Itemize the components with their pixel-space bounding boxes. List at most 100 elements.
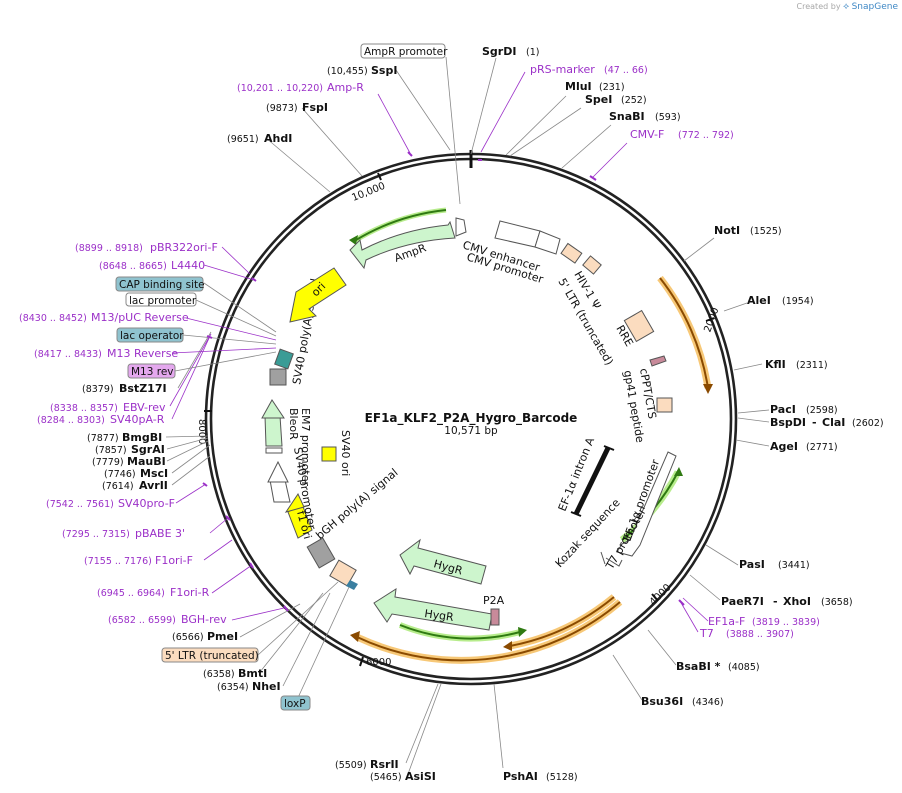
site-pshai[interactable]: PshAI (503, 770, 538, 783)
ef1a-intron-bar[interactable] (573, 446, 611, 516)
site-sgrai[interactable]: SgrAI (131, 443, 165, 456)
m13-rev-badge[interactable] (127, 363, 176, 379)
site-msci[interactable]: MscI (140, 467, 168, 480)
site-bstz17i[interactable]: BstZ17I (119, 382, 167, 395)
ef1a-promoter-arrow[interactable] (616, 451, 677, 557)
site-bmgbi[interactable]: BmgBI (122, 431, 162, 444)
site-pasi[interactable]: PasI (739, 558, 765, 571)
site-avrii[interactable]: AvrII (139, 479, 168, 492)
leader-bmti (259, 592, 324, 673)
lac-promoter-badge[interactable] (125, 292, 197, 307)
leader-sv40pa-r (171, 335, 211, 420)
cmv-promoter-arrow[interactable] (534, 230, 561, 255)
gp41-peptide-marker[interactable] (649, 355, 667, 367)
site-agei[interactable]: AgeI (770, 440, 798, 453)
site-nhei[interactable]: NheI (252, 680, 281, 693)
primer-m13-puc[interactable]: M13/pUC Reverse (91, 311, 189, 324)
site-bsu36i[interactable]: Bsu36I (641, 695, 683, 708)
mark-f1ori-r (249, 562, 254, 569)
site-bsabi[interactable]: BsaBI * (676, 660, 721, 673)
cap-binding-badge[interactable] (115, 276, 204, 292)
hygr-inner-arrow[interactable] (399, 538, 487, 585)
primer-amp-r[interactable]: Amp-R (327, 81, 364, 94)
credit-brand: SnapGene (851, 2, 898, 12)
primer-prs-marker[interactable]: pRS-marker (530, 63, 595, 76)
primer-ef1a-f-pos: (3819 .. 3839) (752, 617, 820, 628)
ampr-promoter-badge[interactable] (360, 43, 446, 59)
p2a-box[interactable] (490, 608, 500, 626)
hiv-psi-box[interactable] (582, 255, 602, 275)
green-arc-ef1a-head-icon (674, 467, 683, 476)
site-alei[interactable]: AleI (747, 294, 771, 307)
em7-promoter-label: EM7 promoter (299, 408, 312, 486)
site-asisi[interactable]: AsiSI (405, 770, 436, 783)
site-avrii-pos: (7614) (102, 481, 134, 492)
em7-promoter-box[interactable] (265, 447, 283, 454)
leader-m13-reverse (171, 347, 277, 354)
primer-cmv-f[interactable]: CMV-F (630, 128, 664, 141)
loxp-badge[interactable] (280, 695, 311, 711)
primer-m13-reverse[interactable]: M13 Reverse (107, 347, 178, 360)
leader-nhei (282, 592, 331, 687)
site-bmti[interactable]: BmtI (238, 667, 267, 680)
site-spei[interactable]: SpeI (585, 93, 612, 106)
site-xhoi[interactable]: XhoI (783, 595, 811, 608)
site-fspi[interactable]: FspI (302, 101, 328, 114)
site-pmei[interactable]: PmeI (207, 630, 238, 643)
leader-avrii (171, 455, 211, 486)
ampr-arrow[interactable] (349, 220, 456, 270)
primer-pbabe3[interactable]: pBABE 3' (135, 527, 185, 540)
kozak-marker[interactable] (600, 551, 606, 565)
site-bspdi[interactable]: BspDI (770, 416, 806, 429)
sv40-polya-box[interactable] (269, 368, 287, 386)
site-kfli[interactable]: KflI (765, 358, 786, 371)
primer-marks (202, 151, 685, 612)
leader-bstz17i (177, 331, 212, 389)
site-sgrdi[interactable]: SgrDI (482, 45, 516, 58)
site-bsu36i-pos: (4346) (692, 697, 724, 708)
cmv-enhancer-arrow[interactable] (494, 220, 541, 248)
site-clai[interactable]: ClaI (822, 416, 845, 429)
site-paci[interactable]: PacI (770, 403, 796, 416)
bgh-polya-box[interactable] (306, 537, 336, 569)
sv40-ori-box[interactable] (321, 446, 337, 462)
ampr-promoter-text: AmpR promoter (364, 46, 448, 58)
ltr-truncated-box[interactable] (560, 242, 583, 264)
ltr-5-left-box[interactable] (329, 559, 357, 587)
lac-cluster-box[interactable] (274, 348, 294, 370)
bleor-arrow[interactable] (264, 415, 283, 447)
primer-l4440[interactable]: L4440 (171, 259, 205, 272)
site-paer7i[interactable]: PaeR7I (721, 595, 764, 608)
primer-t7[interactable]: T7 (699, 627, 714, 640)
primer-ebv-rev[interactable]: EBV-rev (123, 401, 166, 414)
orange-arc-mid-head-icon (503, 641, 512, 651)
primer-sv40pa-r[interactable]: SV40pA-R (110, 413, 165, 426)
site-sspi[interactable]: SspI (371, 64, 397, 77)
primer-f1ori-f[interactable]: F1ori-F (155, 554, 193, 567)
site-maubi[interactable]: MauBI (127, 455, 166, 468)
sv40-promoter-arrow[interactable] (269, 479, 291, 503)
site-snabi[interactable]: SnaBI (609, 110, 645, 123)
cppt-cts-box[interactable] (656, 397, 673, 413)
ori-arrow[interactable] (289, 267, 347, 323)
primer-pbr322[interactable]: pBR322ori-F (150, 241, 218, 254)
primer-sv40pro-f[interactable]: SV40pro-F (118, 497, 175, 510)
site-rsrii[interactable]: RsrII (370, 758, 399, 771)
sv40-ori-label: SV40 ori (339, 430, 352, 476)
ampr-promoter-arrow[interactable] (455, 217, 467, 237)
lac-operator-badge[interactable] (116, 327, 184, 343)
mark-pbabe3 (225, 515, 231, 521)
ltr-truncated-badge[interactable] (161, 647, 259, 663)
primer-f1ori-r[interactable]: F1ori-R (170, 586, 210, 599)
rre-box[interactable] (623, 309, 655, 343)
leader-bspdi (737, 417, 770, 423)
orange-arc-right (659, 277, 709, 389)
site-noti[interactable]: NotI (714, 224, 740, 237)
primer-ef1a-f[interactable]: EF1a-F (708, 615, 745, 628)
primer-bgh-rev[interactable]: BGH-rev (181, 613, 227, 626)
t7-promoter-arrow[interactable] (605, 557, 623, 567)
site-mlui[interactable]: MluI (565, 80, 592, 93)
leader-kfli (733, 363, 763, 371)
site-msci-pos: (7746) (104, 469, 136, 480)
site-ahdi[interactable]: AhdI (264, 132, 292, 145)
